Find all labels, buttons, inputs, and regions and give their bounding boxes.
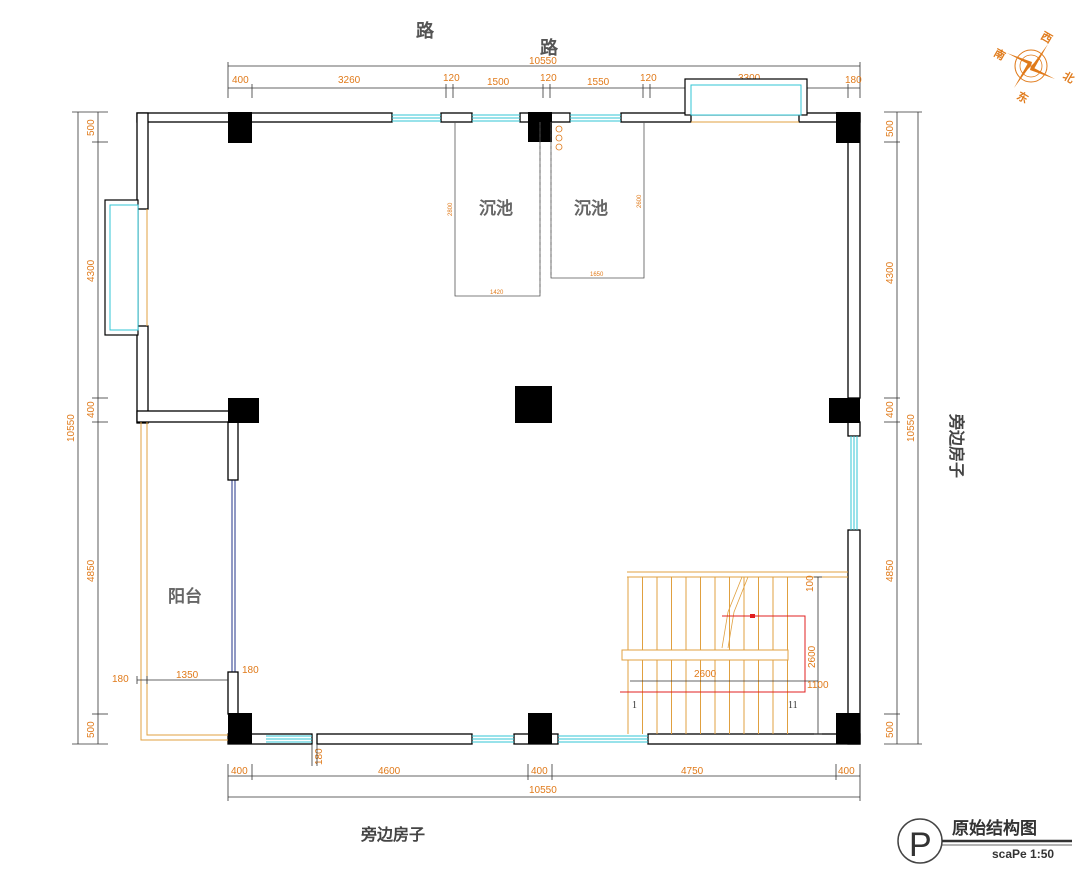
left-dim-2: 4300 bbox=[86, 259, 97, 282]
balcony: 阳台 1350 180 180 180 bbox=[112, 586, 325, 766]
title-badge-letter: P bbox=[909, 826, 932, 864]
column bbox=[836, 112, 860, 143]
left-dim-5: 500 bbox=[86, 721, 97, 738]
right-dim-5: 500 bbox=[885, 721, 896, 738]
balcony-wall-dim: 180 bbox=[112, 674, 129, 685]
title-block: P 原始结构图 scaPe 1:50 bbox=[897, 818, 1072, 864]
top-total-dim: 10550 bbox=[529, 56, 557, 67]
balcony-door-wall-dim: 180 bbox=[242, 665, 259, 676]
top-dim-1: 400 bbox=[232, 75, 249, 86]
window-bottom-2 bbox=[472, 735, 514, 743]
left-dim-3: 400 bbox=[86, 401, 97, 418]
column bbox=[515, 386, 552, 423]
sink-left-width-dim: 1420 bbox=[490, 290, 504, 296]
sink-right-height-dim: 2600 bbox=[637, 194, 643, 208]
stair-top-dim: 100 bbox=[805, 575, 816, 592]
stair-treads bbox=[627, 577, 788, 734]
right-dim-1: 500 bbox=[885, 120, 896, 137]
window-bottom-1 bbox=[266, 735, 312, 743]
top-dim-3: 120 bbox=[443, 73, 460, 84]
sink-right-width-dim: 1650 bbox=[590, 272, 604, 278]
stair-step-first: 1 bbox=[632, 700, 637, 711]
columns bbox=[228, 112, 860, 744]
column bbox=[836, 713, 860, 744]
top-dim-7: 120 bbox=[640, 73, 657, 84]
bottom-dim-3: 400 bbox=[531, 766, 548, 777]
column bbox=[829, 398, 860, 423]
right-dim-3: 400 bbox=[885, 401, 896, 418]
bottom-dim-1: 400 bbox=[231, 766, 248, 777]
compass-rose-icon bbox=[1007, 44, 1055, 88]
top-dim-6: 1550 bbox=[587, 77, 610, 88]
balcony-sliding-door bbox=[228, 479, 238, 673]
compass: 西 南 北 东 bbox=[992, 29, 1078, 106]
drawing-title: 原始结构图 bbox=[952, 818, 1037, 839]
bottom-dim-5: 400 bbox=[838, 766, 855, 777]
window-top-1 bbox=[392, 114, 441, 122]
neighbor-right-label: 旁边房子 bbox=[947, 413, 966, 478]
bottom-dim-4: 4750 bbox=[681, 766, 704, 777]
window-bottom-3 bbox=[558, 735, 648, 743]
stair-direction-marker bbox=[620, 615, 806, 693]
top-dim-2: 3260 bbox=[338, 75, 361, 86]
sink-left-label: 沉池 bbox=[479, 198, 513, 219]
right-dim-4: 4850 bbox=[885, 559, 896, 582]
windows bbox=[228, 114, 858, 743]
compass-south: 南 bbox=[992, 45, 1009, 63]
stair-height-dim: 2600 bbox=[807, 645, 818, 668]
bottom-wall-dim: 180 bbox=[314, 748, 325, 765]
right-dim-2: 4300 bbox=[885, 261, 896, 284]
compass-east: 东 bbox=[1015, 88, 1032, 106]
drawing-scale: scaPe 1:50 bbox=[992, 847, 1054, 861]
sink-pits: 沉池 沉池 2800 1420 2600 1650 bbox=[448, 122, 645, 297]
staircase: 2600 2600 100 1100 1 11 bbox=[620, 571, 848, 735]
sink-left-height-dim: 2800 bbox=[448, 202, 454, 216]
sink-right-label: 沉池 bbox=[574, 198, 608, 219]
window-right bbox=[850, 436, 858, 530]
balcony-width-dim: 1350 bbox=[176, 670, 199, 681]
left-dimension-chain: 10550 500 4300 400 4850 500 bbox=[66, 111, 108, 745]
window-top-3 bbox=[570, 114, 621, 122]
left-total-dim: 10550 bbox=[66, 414, 77, 442]
stair-bottom-dim: 1100 bbox=[807, 680, 829, 691]
stair-width-dim: 2600 bbox=[694, 669, 717, 680]
column bbox=[528, 713, 552, 744]
column bbox=[228, 713, 252, 744]
bottom-dimension-chain: 400 4600 400 4750 400 10550 bbox=[227, 764, 861, 801]
top-dim-5: 120 bbox=[540, 73, 557, 84]
top-dim-9: 180 bbox=[845, 75, 862, 86]
left-dim-4: 4850 bbox=[86, 559, 97, 582]
left-dim-1: 500 bbox=[86, 119, 97, 136]
stair-step-last: 11 bbox=[788, 700, 798, 711]
road-label-inner: 路 bbox=[540, 37, 559, 59]
walls bbox=[104, 78, 861, 745]
bottom-total-dim: 10550 bbox=[529, 785, 557, 796]
compass-west: 西 bbox=[1039, 29, 1055, 46]
window-top-2 bbox=[472, 114, 520, 122]
right-total-dim: 10550 bbox=[906, 414, 917, 442]
balcony-label: 阳台 bbox=[168, 586, 202, 607]
road-label-outer: 路 bbox=[416, 20, 435, 42]
column bbox=[228, 112, 252, 143]
bottom-dim-2: 4600 bbox=[378, 766, 401, 777]
right-dimension-chain: 500 4300 400 4850 500 10550 bbox=[884, 111, 922, 745]
compass-north: 北 bbox=[1061, 68, 1078, 86]
neighbor-bottom-label: 旁边房子 bbox=[360, 825, 425, 844]
column bbox=[228, 398, 259, 423]
top-dim-4: 1500 bbox=[487, 77, 510, 88]
